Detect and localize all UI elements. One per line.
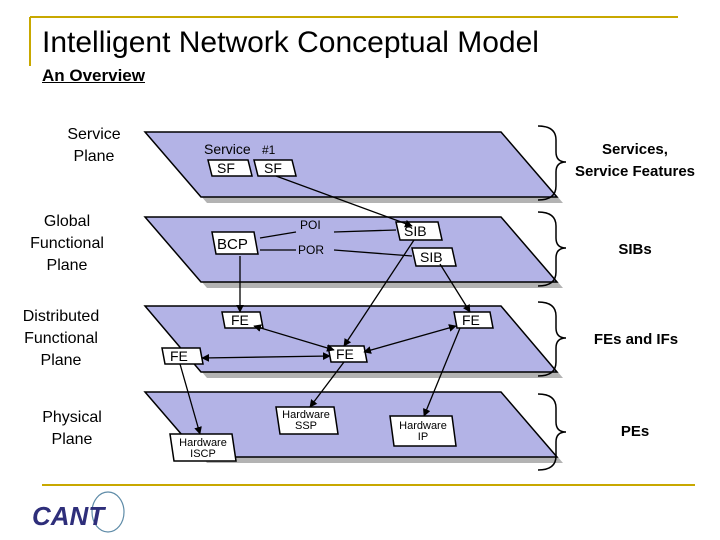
- connector-por-sib: [333, 249, 413, 257]
- hw-ssp-line2: SSP: [295, 420, 317, 432]
- connector-fe-ssp: [309, 361, 345, 408]
- service-number: #1: [262, 143, 276, 157]
- connector-fe-fe-mid: [253, 324, 335, 352]
- hw-ip-line1: Hardware: [399, 420, 447, 432]
- connector-poi-sib: [333, 229, 397, 233]
- fe-label-bottom-mid: FE: [336, 346, 354, 362]
- hw-ip-line2: IP: [418, 431, 428, 443]
- bcp-box: [211, 231, 259, 255]
- sib-label-2: SIB: [420, 249, 443, 265]
- logo-text: CANT: [32, 501, 106, 531]
- sf-box-1: [207, 159, 253, 177]
- por-label: POR: [298, 243, 324, 257]
- bcp-label: BCP: [217, 236, 248, 253]
- hw-iscp-line2: ISCP: [190, 448, 216, 460]
- global-functional-plane-label: Global Functional Plane: [30, 213, 104, 274]
- pes-label: PEs: [620, 423, 650, 440]
- connector-fe-right-fe-mid: [363, 324, 457, 354]
- hw-iscp-box: [169, 433, 237, 462]
- connector-bcp-poi: [259, 231, 297, 239]
- sf-label-1: SF: [217, 160, 235, 176]
- services-label: Services, Service Features: [574, 141, 696, 180]
- global-functional-plane: [143, 216, 559, 283]
- connector-fe-iscp: [179, 363, 202, 435]
- physical-plane-label: Physical Plane: [42, 409, 102, 448]
- sib-box-2: [411, 247, 457, 267]
- connector-fe-ip: [423, 327, 461, 417]
- hw-ip-box: [389, 415, 457, 447]
- sf-label-2: SF: [264, 160, 282, 176]
- page-subtitle: An Overview: [42, 66, 145, 85]
- page-title: Intelligent Network Conceptual Model: [42, 26, 539, 59]
- poi-label: POI: [300, 218, 321, 232]
- sibs-label: SIBs: [618, 241, 652, 258]
- fe-label-bottom-left: FE: [170, 348, 188, 364]
- connector-sib-fe-right: [439, 263, 471, 313]
- hw-iscp-line1: Hardware: [179, 437, 227, 449]
- service-label: Service: [204, 141, 251, 157]
- cant-logo: CANT: [32, 491, 125, 533]
- fe-box-bottom-left: [161, 347, 204, 365]
- service-plane: [143, 131, 559, 198]
- sib-label-1: SIB: [404, 223, 427, 239]
- fe-box-top-right: [453, 311, 494, 329]
- sf-box-2: [253, 159, 297, 177]
- fe-label-top-left: FE: [231, 312, 249, 328]
- distributed-functional-plane-label: Distributed Functional Plane: [22, 308, 100, 369]
- connector-sib-fe-mid: [343, 239, 415, 347]
- fe-label-top-right: FE: [462, 312, 480, 328]
- right-braces: [537, 125, 567, 471]
- hw-ssp-line1: Hardware: [282, 409, 330, 421]
- connector-fe-left-fe-mid: [201, 352, 331, 362]
- fes-ifs-label: FEs and IFs: [593, 331, 679, 348]
- service-plane-label: Service Plane: [67, 126, 121, 165]
- connector-sf-sib: [275, 175, 413, 228]
